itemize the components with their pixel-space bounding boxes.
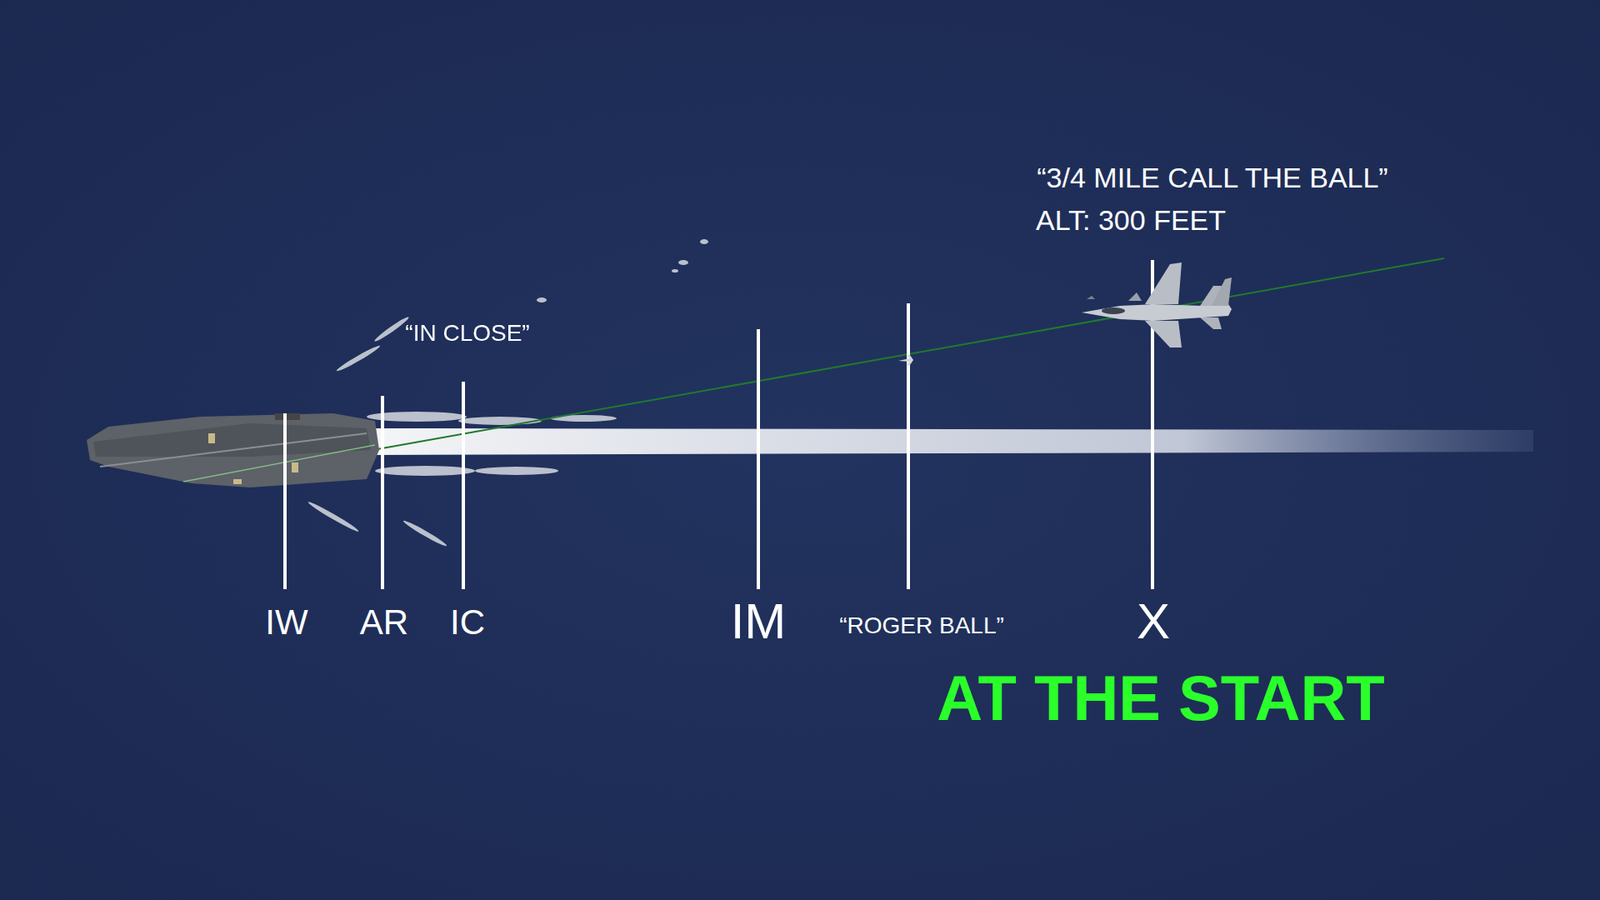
carrier xyxy=(86,413,380,488)
stage-label: AT THE START xyxy=(936,666,1385,730)
wake xyxy=(375,428,1534,455)
position-markers xyxy=(285,260,1153,590)
jet xyxy=(1081,262,1232,348)
position-label: X xyxy=(1136,596,1170,647)
position-label: IW xyxy=(265,605,308,640)
jet-small xyxy=(898,355,914,365)
altitude-note: ALT: 300 FEET xyxy=(1035,205,1226,235)
position-label: IC xyxy=(450,605,485,640)
position-label: IM xyxy=(730,596,787,647)
glide-path xyxy=(377,258,1445,450)
radio-call: “ROGER BALL” xyxy=(839,614,1005,638)
position-label: AR xyxy=(360,605,409,640)
radio-call: “IN CLOSE” xyxy=(405,321,530,345)
radio-call: “3/4 MILE CALL THE BALL” xyxy=(1036,163,1388,192)
foam xyxy=(306,239,709,549)
